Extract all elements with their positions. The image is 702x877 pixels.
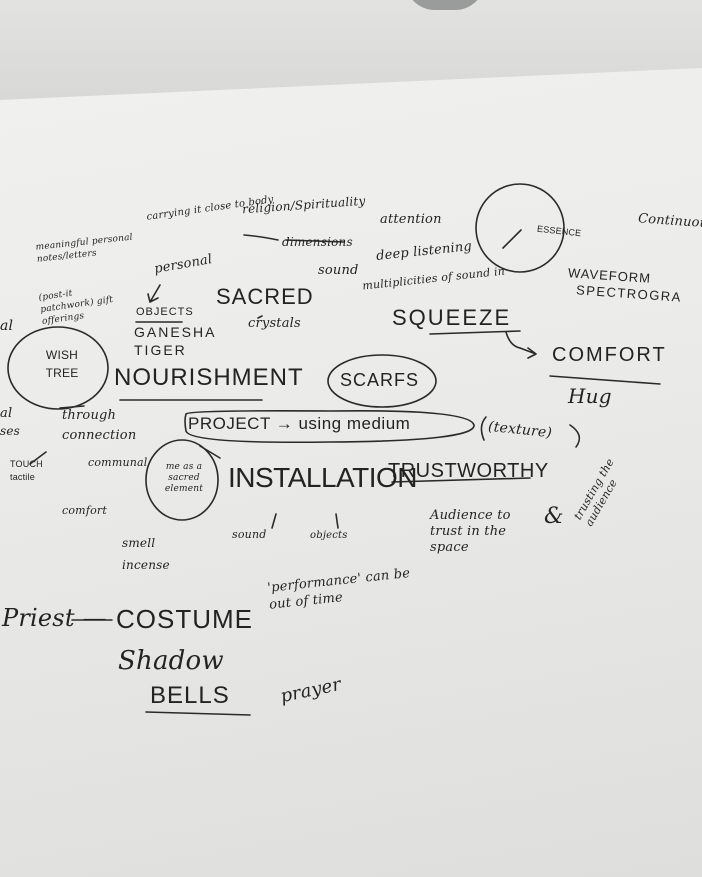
objects-tick: [335, 513, 339, 529]
note-nourishment: NOURISHMENT: [114, 364, 304, 391]
note-audience: Audience to trust in the space: [430, 508, 511, 555]
paren-left: [480, 416, 487, 441]
sound-tick: [271, 513, 277, 529]
bells-underline: [145, 711, 251, 716]
note-wish-tree: WISH TREE: [45, 348, 79, 380]
note-ampersand: &: [544, 504, 564, 529]
note-ses: ses: [0, 424, 21, 438]
wish-tree-circle: [7, 326, 109, 410]
wish-link: [59, 405, 85, 409]
note-dimensions: dimensions: [282, 235, 353, 249]
note-scarfs: SCARFS: [340, 370, 420, 390]
note-objects-bottom: objects: [310, 530, 348, 541]
note-objects: OBJECTS: [136, 306, 194, 318]
sacred-element-circle: [145, 439, 219, 521]
note-comfort-caps: COMFORT: [552, 344, 667, 366]
note-hug: Hug: [568, 384, 612, 408]
note-touch: TOUCH tactile: [10, 459, 43, 482]
note-tiger: TIGER: [134, 342, 187, 358]
note-installation: INSTALLATION: [228, 462, 418, 493]
touch-link: [29, 451, 47, 465]
note-trustworthy: TRUSTWORTHY: [388, 460, 549, 482]
essence-circle: [475, 183, 565, 273]
note-al-1: al: [0, 318, 14, 334]
note-ganesha: GANESHA: [134, 324, 217, 340]
note-priest: Priest —: [2, 604, 107, 632]
note-crystals: crystals: [248, 316, 301, 331]
note-through-connection: through connection: [62, 408, 137, 443]
cup-rim: [405, 0, 485, 10]
note-sound-top: sound: [318, 263, 359, 278]
note-communal: communal: [88, 456, 148, 469]
note-sacred: SACRED: [216, 284, 314, 309]
note-project: PROJECT → using medium: [188, 414, 411, 433]
note-shadow: Shadow: [118, 646, 224, 676]
paren-right: [569, 424, 581, 448]
project-outline: [184, 409, 475, 444]
comfort-underline: [549, 375, 661, 385]
note-sound-bottom: sound: [232, 528, 267, 541]
note-costume: COSTUME: [116, 604, 253, 634]
note-sacred-element: me as a sacred element: [164, 462, 204, 494]
note-al-2: al: [0, 406, 13, 421]
scarfs-circle: [327, 354, 437, 408]
spirituality-link: [243, 234, 279, 241]
trustworthy-underline: [391, 477, 531, 483]
personal-arrow: [147, 284, 161, 303]
note-squeeze: SQUEEZE: [392, 305, 512, 330]
dimensions-strike: [285, 239, 345, 243]
note-attention: attention: [380, 212, 442, 227]
squeeze-arrow: [505, 331, 537, 359]
essence-arrow: [502, 229, 522, 249]
note-comfort-small: comfort: [62, 504, 107, 517]
note-bells: BELLS: [150, 682, 230, 709]
note-smell-incense: smell incense: [122, 536, 170, 572]
squeeze-underline: [429, 330, 521, 335]
